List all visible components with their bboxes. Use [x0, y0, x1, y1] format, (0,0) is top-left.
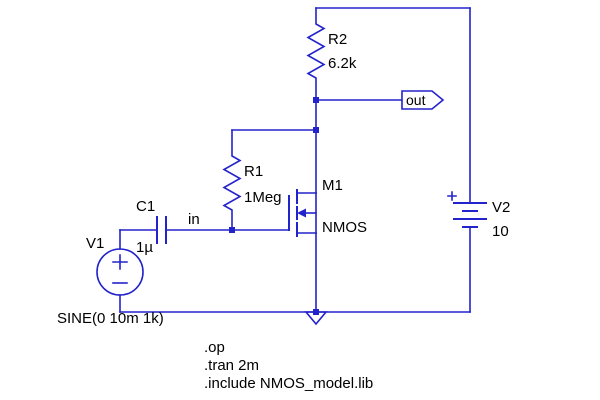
r1-ref-label[interactable]: R1 — [244, 163, 263, 180]
out-flag-shape[interactable] — [401, 90, 445, 110]
v1-value-label[interactable]: SINE(0 10m 1k) — [57, 310, 164, 327]
resistor-r1-symbol[interactable] — [222, 129, 242, 231]
component-c1[interactable]: C1 1µ — [136, 198, 167, 256]
component-v2[interactable]: V2 10 — [447, 191, 510, 240]
v1-plus-sign — [112, 254, 128, 270]
component-m1[interactable]: M1 NMOS — [288, 177, 367, 237]
m1-value-label[interactable]: NMOS — [322, 219, 367, 236]
m1-ref-label[interactable]: M1 — [322, 177, 343, 194]
spice-directives[interactable]: .op .tran 2m .include NMOS_model.lib — [204, 339, 373, 392]
junction-dot-feedback-node — [313, 127, 319, 133]
r2-value-label[interactable]: 6.2k — [328, 55, 357, 72]
net-flag-out[interactable]: out — [401, 90, 445, 110]
c1-value-label[interactable]: 1µ — [136, 239, 153, 256]
v2-ref-label[interactable]: V2 — [492, 199, 510, 216]
r2-ref-label[interactable]: R2 — [328, 31, 347, 48]
wires — [119, 7, 471, 313]
in-net-label[interactable]: in — [188, 211, 200, 228]
v1-ref-label[interactable]: V1 — [86, 235, 104, 252]
r1-value-label[interactable]: 1Meg — [244, 189, 282, 206]
component-r2[interactable]: R2 6.2k — [306, 7, 357, 101]
component-v1[interactable]: V1 SINE(0 10m 1k) — [57, 235, 164, 327]
resistor-r2-symbol[interactable] — [306, 7, 326, 101]
c1-ref-label[interactable]: C1 — [136, 198, 155, 215]
v1-source-circle[interactable] — [96, 248, 144, 296]
v2-value-label[interactable]: 10 — [492, 223, 509, 240]
ground-symbol — [304, 311, 328, 326]
v2-plus-sign — [447, 191, 457, 201]
directive-op[interactable]: .op — [204, 339, 225, 356]
m1-body-arrow — [297, 208, 306, 218]
out-net-label[interactable]: out — [406, 92, 426, 108]
directive-include[interactable]: .include NMOS_model.lib — [204, 375, 373, 392]
directive-tran[interactable]: .tran 2m — [204, 357, 259, 374]
component-r1[interactable]: R1 1Meg — [222, 129, 282, 231]
